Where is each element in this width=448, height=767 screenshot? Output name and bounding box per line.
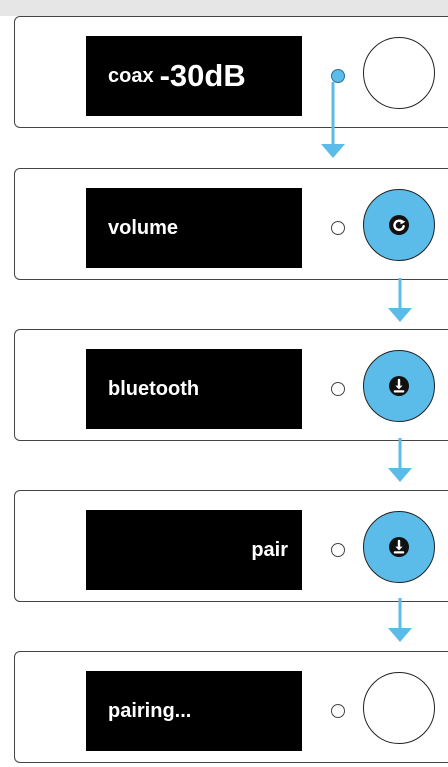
display-screen: bluetooth [86,349,302,429]
control-knob[interactable] [363,189,435,261]
device-panel-3: bluetooth [14,329,448,441]
display-screen: pairing... [86,671,302,751]
display-screen: volume [86,188,302,268]
display-label: bluetooth [108,377,200,400]
status-led [331,382,345,396]
flow-arrow [321,82,345,158]
flow-arrow [388,438,412,482]
control-knob[interactable] [363,511,435,583]
top-bar [0,0,448,16]
status-led [331,69,345,83]
press-icon [389,537,409,557]
display-screen: pair [86,510,302,590]
status-led [331,704,345,718]
control-knob[interactable] [363,37,435,109]
display-label: coax [108,64,154,87]
status-led [331,221,345,235]
flow-arrow [388,598,412,642]
control-knob[interactable] [363,672,435,744]
device-panel-1: coax -30dB [14,16,448,128]
rotate-icon [389,215,409,235]
device-panel-5: pairing... [14,651,448,763]
display-label: volume [108,216,179,239]
display-screen: coax -30dB [86,36,302,116]
display-value: -30dB [159,58,246,93]
device-panel-4: pair [14,490,448,602]
status-led [331,543,345,557]
display-label: pair [251,538,288,561]
device-panel-2: volume [14,168,448,280]
flow-arrow [388,278,412,322]
display-label: pairing... [108,699,192,722]
press-icon [389,376,409,396]
control-knob[interactable] [363,350,435,422]
